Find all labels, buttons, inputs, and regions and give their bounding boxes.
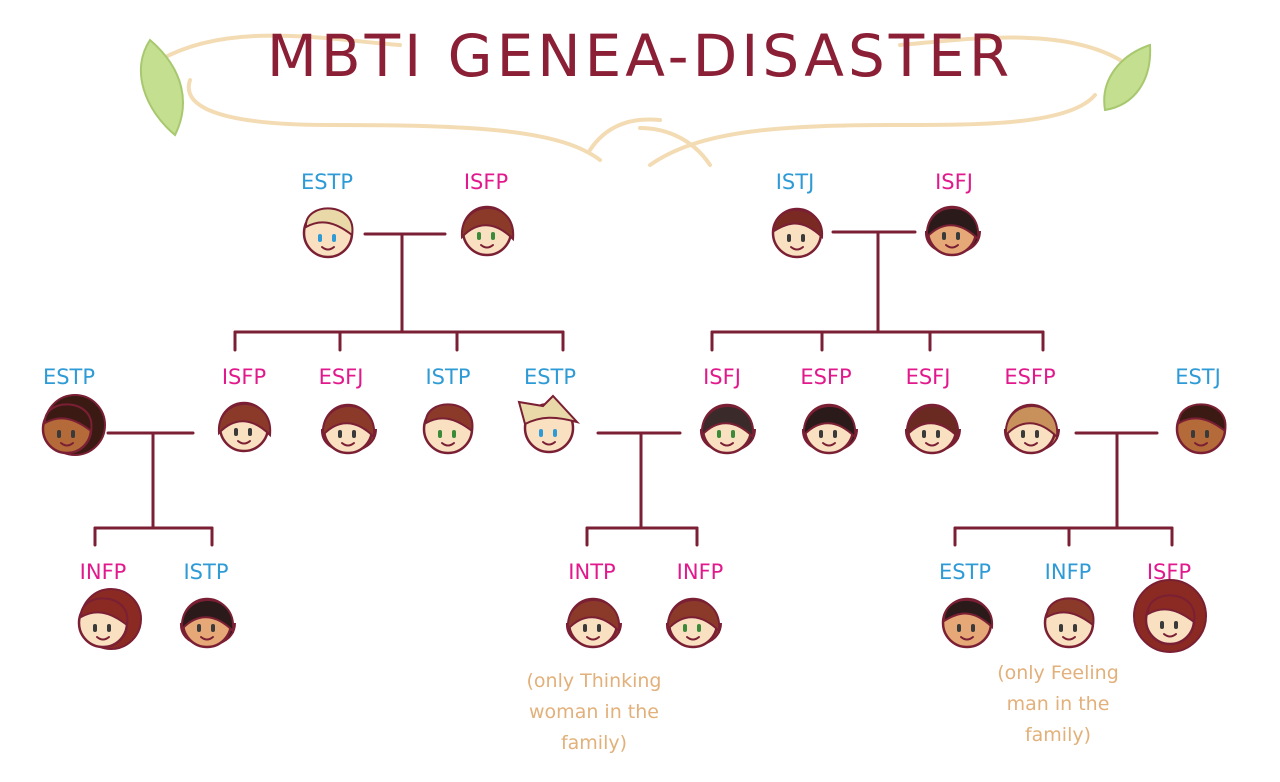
person-type-label: ISFJ [935, 170, 973, 194]
person-face-icon [1043, 597, 1095, 649]
person-type-label: INFP [676, 560, 724, 584]
person-type-label: ISFP [1146, 560, 1192, 584]
person-face-icon [422, 403, 474, 455]
annotation-note-line: family) [1024, 724, 1092, 746]
person-face-icon [1133, 579, 1207, 653]
person-type-label: ESFP [1004, 365, 1056, 389]
person-face-icon [460, 205, 515, 257]
annotation-note-line: (only Feeling [997, 662, 1119, 684]
person-type-label: INFP [79, 560, 127, 584]
annotation-note: (only Feeling man in the family) [968, 658, 1148, 751]
person-type-label: ESFP [800, 365, 852, 389]
swirl-top-right [898, 35, 1122, 62]
swirl-top-left [158, 33, 402, 62]
annotation-note-line: (only Thinking [526, 670, 662, 692]
person-type-label: ISTP [183, 560, 229, 584]
person-type-label: INFP [1044, 560, 1092, 584]
annotation-note-line: woman in the [529, 701, 659, 723]
person-face-icon [904, 403, 961, 455]
person-type-label: ISFJ [703, 365, 741, 389]
person-type-label: ESFJ [905, 365, 951, 389]
person-face-icon [517, 394, 581, 454]
person-face-icon [565, 597, 622, 649]
person-face-icon [924, 205, 981, 257]
annotation-note-line: man in the [1006, 693, 1110, 715]
leaf-right-icon [1103, 43, 1152, 112]
annotation-note-line: family) [560, 732, 628, 754]
person-face-icon [699, 403, 756, 455]
person-face-icon [320, 403, 377, 455]
person-type-label: ISTP [425, 365, 471, 389]
person-face-icon [801, 403, 858, 455]
person-type-label: ESTP [300, 170, 354, 194]
swirl-cross-2 [638, 126, 712, 167]
leaf-left-icon [140, 38, 184, 137]
person-type-label: ESTP [938, 560, 992, 584]
person-type-label: INTP [568, 560, 616, 584]
person-face-icon [179, 597, 236, 649]
swirl-bottom-left [186, 78, 602, 162]
person-type-label: ISFP [221, 365, 267, 389]
swirl-bottom-right [648, 93, 1097, 167]
person-type-label: ISTJ [775, 170, 815, 194]
person-face-icon [1175, 403, 1227, 455]
person-face-icon [665, 597, 722, 649]
person-face-icon [1003, 403, 1060, 455]
person-face-icon [302, 207, 354, 259]
diagram-title: MBTI GENEA-DISASTER [266, 22, 1014, 90]
person-type-label: ESTP [523, 365, 577, 389]
person-face-icon [77, 588, 142, 650]
swirl-cross-1 [588, 117, 662, 152]
person-type-label: ISFP [463, 170, 509, 194]
person-type-label: ESTP [42, 365, 96, 389]
annotation-note: (only Thinking woman in the family) [504, 666, 684, 759]
person-face-icon [41, 394, 106, 456]
person-face-icon [217, 401, 272, 453]
person-type-label: ESFJ [318, 365, 364, 389]
person-face-icon [941, 597, 994, 649]
person-type-label: ESTJ [1175, 365, 1221, 389]
person-face-icon [771, 207, 824, 259]
